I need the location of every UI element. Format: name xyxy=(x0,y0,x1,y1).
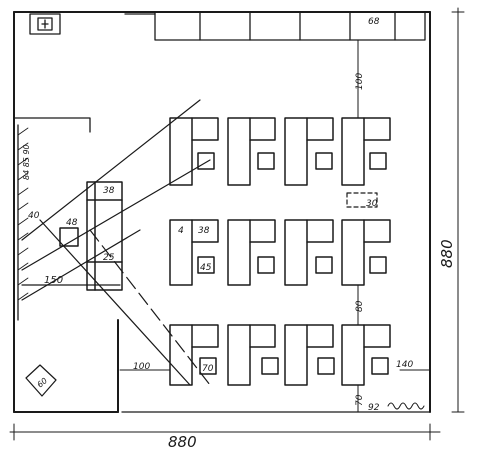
label-dim-bottom: 70 xyxy=(355,394,365,406)
label-height-total: 880 xyxy=(438,239,456,268)
label-sofa-top: 38 xyxy=(103,186,115,196)
label-dim-diag: 150 xyxy=(44,275,63,286)
left-wall xyxy=(13,117,91,321)
dashed-box xyxy=(346,192,378,208)
dimension-lines xyxy=(9,7,465,441)
label-box-30: 30 xyxy=(366,199,378,209)
label-width-total: 880 xyxy=(168,433,197,451)
label-dim-mid-gap: 80 xyxy=(355,300,365,312)
label-plant: 60 xyxy=(36,376,50,389)
corner-box xyxy=(29,13,61,35)
label-table-small: 48 xyxy=(66,218,78,228)
label-box-45: 45 xyxy=(200,263,212,273)
desk-row-bottom xyxy=(169,324,391,386)
label-box-70: 70 xyxy=(202,364,214,374)
label-dim-bottom-right: 92 xyxy=(368,403,380,413)
label-angle-code: 40 xyxy=(28,211,40,221)
outer-walls xyxy=(13,11,431,413)
label-desk-small: 4 xyxy=(178,226,184,236)
label-left-wall-code: 84 85 90 xyxy=(22,144,31,180)
label-desk-mid: 38 xyxy=(198,226,210,236)
label-dim-left-gap: 100 xyxy=(133,362,150,372)
diagonal-lines xyxy=(21,99,211,386)
window-band xyxy=(124,11,426,41)
wavy-line xyxy=(387,402,425,410)
desk-row-middle xyxy=(169,219,391,286)
sofa-group xyxy=(59,181,123,291)
label-box-140: 140 xyxy=(396,360,413,370)
label-dim-top-gap: 100 xyxy=(355,73,365,90)
plant-symbol xyxy=(25,364,57,397)
desk-row-top xyxy=(169,117,391,186)
label-top-right: 68 xyxy=(368,17,380,27)
label-sofa-bottom: 25 xyxy=(103,253,115,263)
